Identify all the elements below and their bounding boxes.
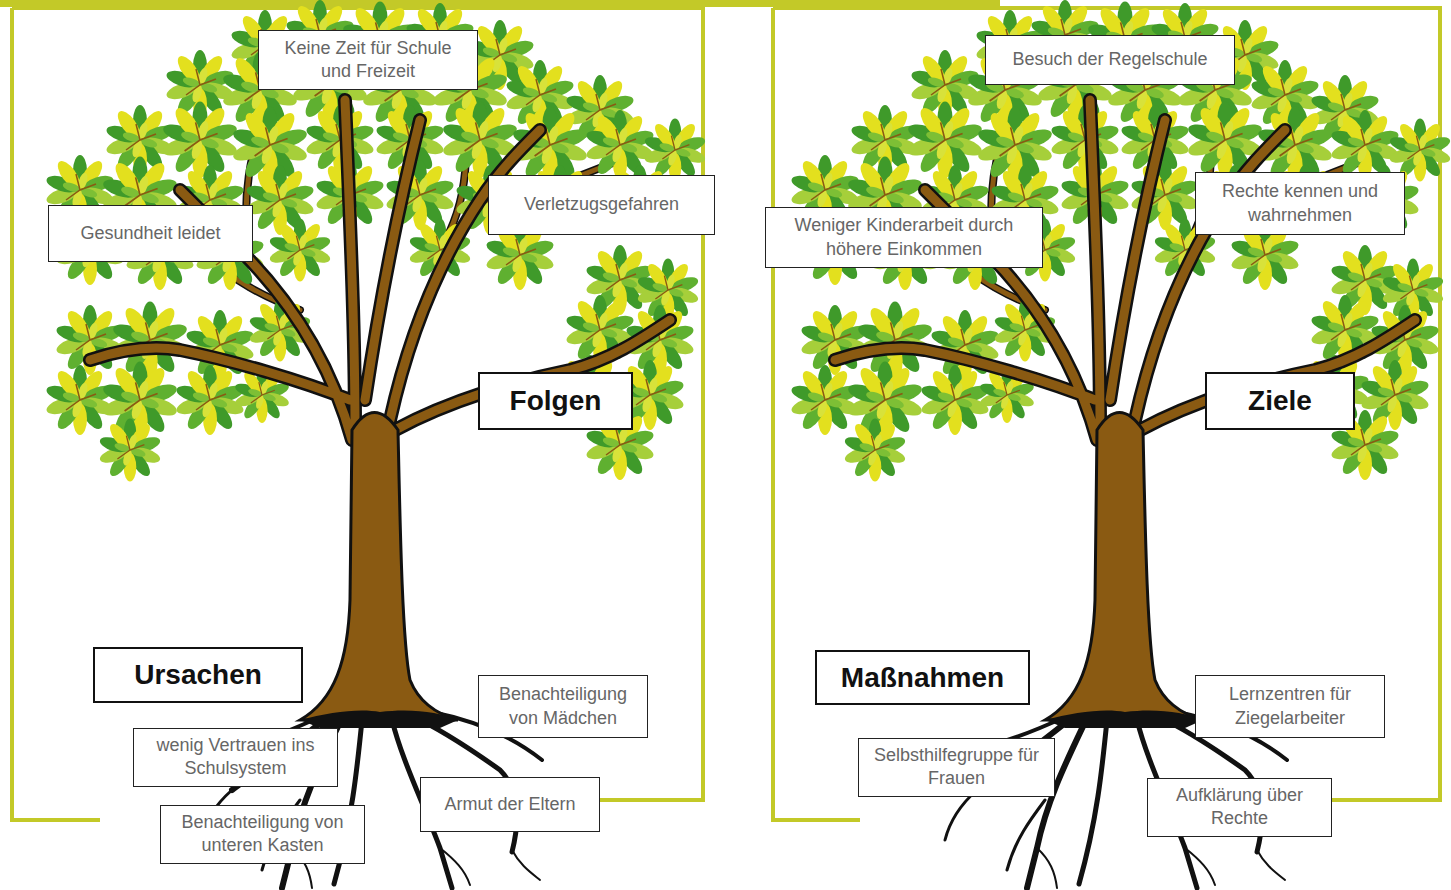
box-text: wenig Vertrauen ins Schulsystem: [142, 734, 329, 781]
label-box: Armut der Eltern: [420, 777, 600, 832]
label-box: Weniger Kinderarbeit durch höhere Einkom…: [765, 207, 1043, 268]
label-box: Besuch der Regelschule: [985, 35, 1235, 85]
label-box: Keine Zeit für Schule und Freizeit: [258, 30, 478, 90]
box-text: Lernzentren für Ziegelarbeiter: [1204, 683, 1376, 730]
heading-box: Ursachen: [93, 647, 303, 703]
label-box: Benachteiligung von unteren Kasten: [160, 805, 365, 864]
box-text: Weniger Kinderarbeit durch höhere Einkom…: [774, 214, 1034, 261]
box-text: Folgen: [510, 384, 602, 418]
box-text: Aufklärung über Rechte: [1156, 784, 1323, 831]
label-box: Selbsthilfegruppe für Frauen: [858, 738, 1055, 797]
box-text: Benachteiligung von unteren Kasten: [169, 811, 356, 858]
box-text: Verletzugsgefahren: [524, 193, 679, 216]
problem-tree: [45, 0, 707, 888]
label-box: wenig Vertrauen ins Schulsystem: [133, 728, 338, 787]
heading-box: Folgen: [478, 372, 633, 430]
label-box: Rechte kennen und wahrnehmen: [1195, 172, 1405, 235]
objective-tree: [790, 0, 1451, 888]
box-text: Gesundheit leidet: [80, 222, 220, 245]
box-text: Armut der Eltern: [444, 793, 575, 816]
box-text: Besuch der Regelschule: [1012, 48, 1207, 71]
label-box: Lernzentren für Ziegelarbeiter: [1195, 675, 1385, 738]
box-text: Selbsthilfegruppe für Frauen: [867, 744, 1046, 791]
box-text: Benachteiligung von Mädchen: [487, 683, 639, 730]
box-text: Keine Zeit für Schule und Freizeit: [267, 37, 469, 84]
label-box: Benachteiligung von Mädchen: [478, 675, 648, 738]
label-box: Gesundheit leidet: [48, 205, 253, 262]
box-text: Maßnahmen: [841, 661, 1004, 695]
box-text: Ziele: [1248, 384, 1312, 418]
heading-box: Maßnahmen: [815, 650, 1030, 705]
label-box: Aufklärung über Rechte: [1147, 778, 1332, 837]
box-text: Rechte kennen und wahrnehmen: [1204, 180, 1396, 227]
box-text: Ursachen: [134, 658, 262, 692]
heading-box: Ziele: [1205, 372, 1355, 430]
label-box: Verletzugsgefahren: [488, 175, 715, 235]
